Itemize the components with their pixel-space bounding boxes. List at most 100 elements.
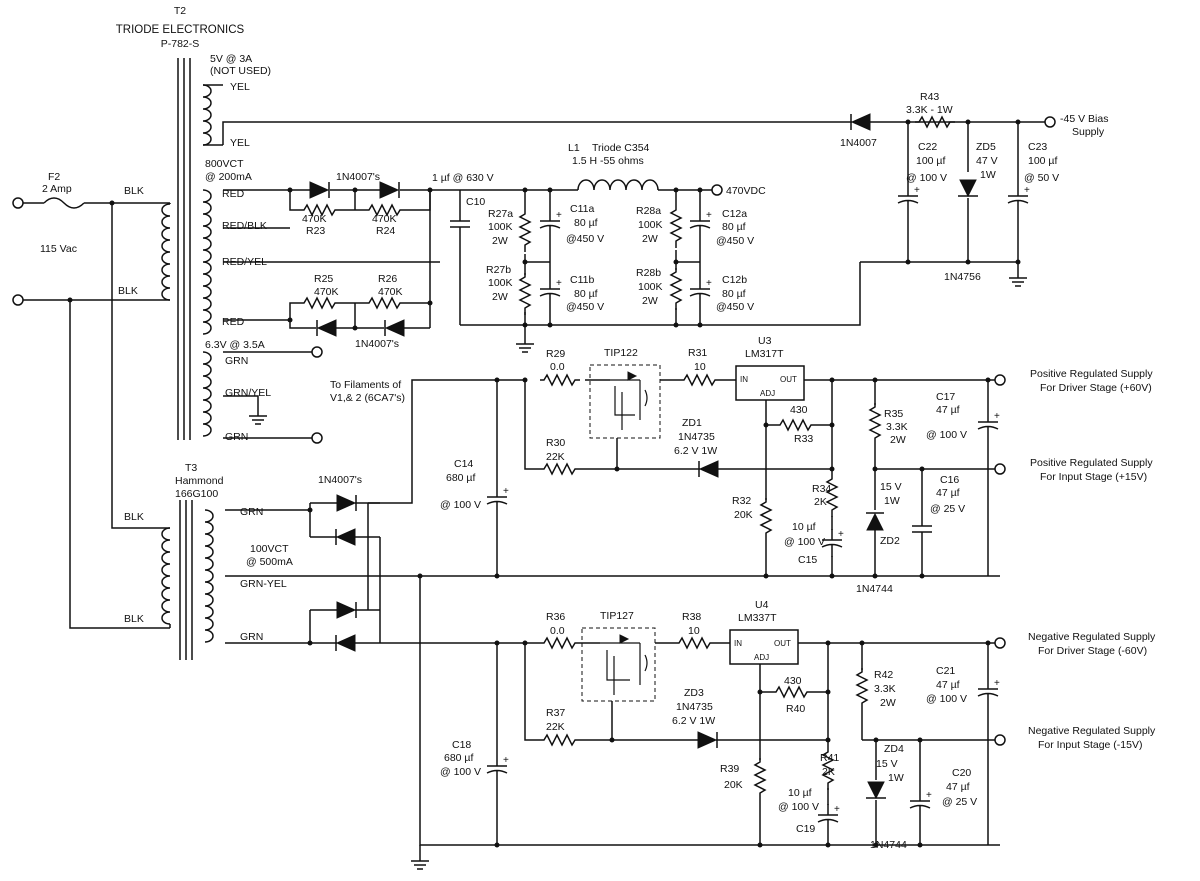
c12b-value: 80 µf	[722, 288, 746, 300]
c20-ref: C20	[952, 767, 971, 779]
c19-voltage: @ 100 V	[778, 801, 819, 813]
mains-terminal-2[interactable]	[12, 294, 24, 306]
pos60-line2: For Driver Stage (+60V)	[1040, 382, 1152, 394]
r23-value: 470K	[302, 213, 327, 225]
u4-regulator	[729, 629, 799, 665]
c20-value: 47 µf	[946, 781, 970, 793]
c22-ref: C22	[918, 141, 937, 153]
hv-out-terminal[interactable]	[711, 184, 723, 196]
c15-value: 10 µf	[792, 521, 816, 533]
q1-part: TIP122	[604, 347, 638, 359]
r26-value: 470K	[378, 286, 403, 298]
u3-pin-out: OUT	[780, 375, 797, 384]
bias-supply: 1N4007 R43 3.3K - 1W -45 V Bias Supply C…	[222, 91, 1108, 287]
c16-ref: C16	[940, 474, 959, 486]
r28b-value: 100K	[638, 281, 663, 293]
transformer-t2: T2 TRIODE ELECTRONICS P-782-S 5V @ 3A (N…	[116, 5, 271, 443]
r36-ref: R36	[546, 611, 565, 623]
c12b-ref: C12b	[722, 274, 747, 286]
t2-yel1: YEL	[230, 81, 250, 93]
t2-ref: T2	[174, 5, 186, 17]
zd5-voltage: 47 V	[976, 155, 998, 167]
fuse-rating: 2 Amp	[42, 183, 72, 195]
pos-zener-part: 1N4744	[856, 583, 893, 595]
t3-vct: 100VCT	[250, 543, 289, 555]
t3-blk1: BLK	[124, 511, 144, 523]
r29-ref: R29	[546, 348, 565, 360]
r26-ref: R26	[378, 273, 397, 285]
hv-filter: L1 Triode C354 1.5 H -55 ohms 470VDC R27…	[460, 142, 861, 353]
u4-part: LM337T	[738, 612, 777, 624]
r31-value: 10	[694, 361, 706, 373]
neg60-terminal[interactable]	[994, 637, 1006, 649]
fil-terminal-2[interactable]	[311, 432, 323, 444]
transformer-t3: T3 Hammond 166G100 BLK BLK GRN 100VCT @ …	[124, 462, 293, 660]
mains-voltage: 115 Vac	[40, 243, 77, 255]
r32-ref: R32	[732, 495, 751, 507]
r39-ref: R39	[720, 763, 739, 775]
r34-value: 2K	[814, 496, 827, 508]
t3-grn1: GRN	[240, 506, 263, 518]
r41-value: 2K	[822, 766, 835, 778]
zd3-rating: 6.2 V 1W	[672, 715, 715, 727]
r43-value: 3.3K - 1W	[906, 104, 953, 116]
neg15-terminal[interactable]	[994, 734, 1006, 746]
r38-value: 10	[688, 625, 700, 637]
neg15-line2: For Input Stage (-15V)	[1038, 739, 1142, 751]
c12a-voltage: @450 V	[716, 235, 754, 247]
r24-value: 470K	[372, 213, 397, 225]
zd2-power: 1W	[884, 495, 900, 507]
positive-regulator: C14 680 µf @ 100 V R29 0.0 R30 22K TIP12…	[440, 335, 1153, 595]
t2-red1: RED	[222, 188, 245, 200]
t2-red2: RED	[222, 316, 245, 328]
r30-value: 22K	[546, 451, 565, 463]
c16-value: 47 µf	[936, 487, 960, 499]
c16-voltage: @ 25 V	[930, 503, 965, 515]
u3-part: LM317T	[745, 348, 784, 360]
r37-value: 22K	[546, 721, 565, 733]
zd5-power: 1W	[980, 169, 996, 181]
bias-zener-part: 1N4756	[944, 271, 981, 283]
c11a-value: 80 µf	[574, 217, 598, 229]
t2-part: P-782-S	[161, 38, 200, 50]
zd4-voltage: 15 V	[876, 758, 898, 770]
fuse-ref: F2	[48, 171, 60, 183]
c23-ref: C23	[1028, 141, 1047, 153]
filament-line1: To Filaments of	[330, 379, 401, 391]
pos60-line1: Positive Regulated Supply	[1030, 368, 1153, 380]
pos15-terminal[interactable]	[994, 463, 1006, 475]
c18-voltage: @ 100 V	[440, 766, 481, 778]
t2-hv-current: @ 200mA	[205, 171, 252, 183]
u4-pin-out: OUT	[774, 639, 791, 648]
cap-1uf-label: 1 µf @ 630 V	[432, 172, 494, 184]
c12a-value: 80 µf	[722, 221, 746, 233]
r32-value: 20K	[734, 509, 753, 521]
u4-pin-in: IN	[734, 639, 742, 648]
filament-output: To Filaments of V1,& 2 (6CA7's)	[223, 346, 405, 444]
r28a-ref: R28a	[636, 205, 661, 217]
t3-grn2: GRN	[240, 631, 263, 643]
c19-ref: C19	[796, 823, 815, 835]
zd2-voltage: 15 V	[880, 481, 902, 493]
mains-terminal-1[interactable]	[12, 197, 24, 209]
t2-hv: 800VCT	[205, 158, 244, 170]
r28a-value: 100K	[638, 219, 663, 231]
c15-ref: C15	[798, 554, 817, 566]
c17-value: 47 µf	[936, 404, 960, 416]
lv-diodes-label: 1N4007's	[318, 474, 362, 486]
fil-terminal-1[interactable]	[311, 346, 323, 358]
c11b-voltage: @450 V	[566, 301, 604, 313]
c21-value: 47 µf	[936, 679, 960, 691]
choke-l1	[577, 179, 659, 191]
pos60-terminal[interactable]	[994, 374, 1006, 386]
r29-value: 0.0	[550, 361, 565, 373]
bias-out-1: -45 V Bias	[1060, 113, 1108, 125]
bias-out-terminal[interactable]	[1044, 116, 1056, 128]
zd1-rating: 6.2 V 1W	[674, 445, 717, 457]
r28b-power: 2W	[642, 295, 658, 307]
c11a-voltage: @450 V	[566, 233, 604, 245]
c21-ref: C21	[936, 665, 955, 677]
r23-ref: R23	[306, 225, 325, 237]
c11b-value: 80 µf	[574, 288, 598, 300]
t2-fil: 6.3V @ 3.5A	[205, 339, 265, 351]
